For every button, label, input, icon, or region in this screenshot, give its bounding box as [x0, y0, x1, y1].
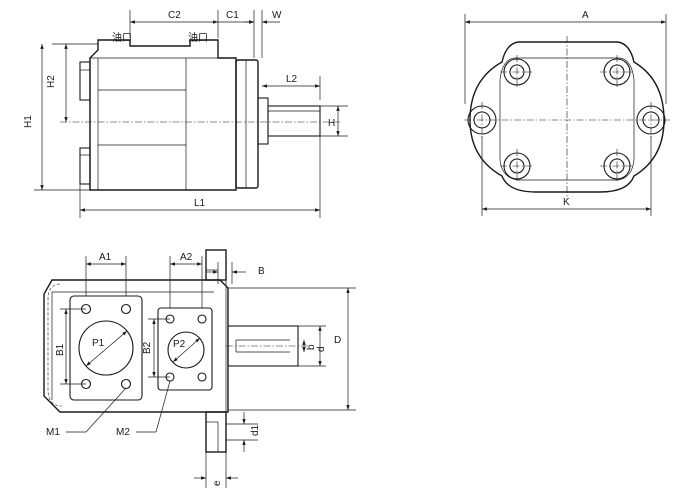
label-k: K: [563, 197, 570, 208]
label-l1: L1: [194, 198, 206, 209]
port1-bore: [78, 320, 134, 376]
front-bolt-tr: [600, 55, 634, 89]
label-port-a: 油口: [112, 31, 132, 44]
label-e: e: [212, 480, 223, 486]
port2-bolts: [165, 314, 207, 382]
label-p2: P2: [173, 339, 186, 350]
port2-bore: [167, 331, 205, 369]
label-h2: H2: [46, 75, 57, 88]
port-view: P1 P2 A1 A2: [43, 249, 356, 488]
label-h: H: [328, 118, 335, 129]
label-h1: H1: [23, 115, 34, 128]
label-m2: M2: [116, 427, 130, 438]
side-left-boss-top: [79, 61, 91, 101]
label-d-upper: D: [334, 335, 341, 346]
side-view: C2 C1 W 油口 油口 H2 H1 L2 H L1: [23, 10, 348, 218]
side-shaft: [267, 105, 321, 137]
label-w: W: [272, 10, 282, 21]
label-m1: M1: [46, 427, 60, 438]
port-flange-bottom: [205, 411, 227, 453]
label-b2: B2: [142, 341, 153, 354]
label-a2: A2: [180, 252, 193, 263]
port2-plate: [157, 307, 213, 391]
side-left-boss-bottom: [79, 147, 91, 185]
front-mount-hole-left: [467, 102, 497, 138]
label-c1: C1: [226, 10, 239, 21]
front-bolt-br: [600, 149, 634, 183]
front-bolt-bl: [500, 149, 534, 183]
label-b-shaft: b: [306, 344, 317, 350]
port-body-outline: [43, 279, 229, 413]
label-a1: A1: [99, 252, 112, 263]
port-flange-top: [205, 249, 227, 281]
label-b1: B1: [55, 343, 66, 356]
label-d1: d1: [250, 424, 261, 436]
port1-bolts: [80, 303, 132, 390]
port1-plate: [69, 295, 143, 401]
label-c2: C2: [168, 10, 181, 21]
side-flange: [235, 59, 259, 189]
label-l2: L2: [286, 74, 298, 85]
label-b: B: [258, 266, 265, 277]
front-view: A K: [464, 10, 670, 216]
front-flange-outline: [469, 41, 665, 193]
label-p1: P1: [92, 338, 105, 349]
label-port-b: 油口: [188, 31, 208, 44]
front-mount-hole-right: [636, 102, 666, 138]
side-pilot: [257, 97, 269, 145]
label-a: A: [582, 10, 589, 21]
side-body-outline: [89, 39, 237, 191]
label-d-shaft: d: [316, 346, 327, 352]
front-bolt-tl: [500, 55, 534, 89]
